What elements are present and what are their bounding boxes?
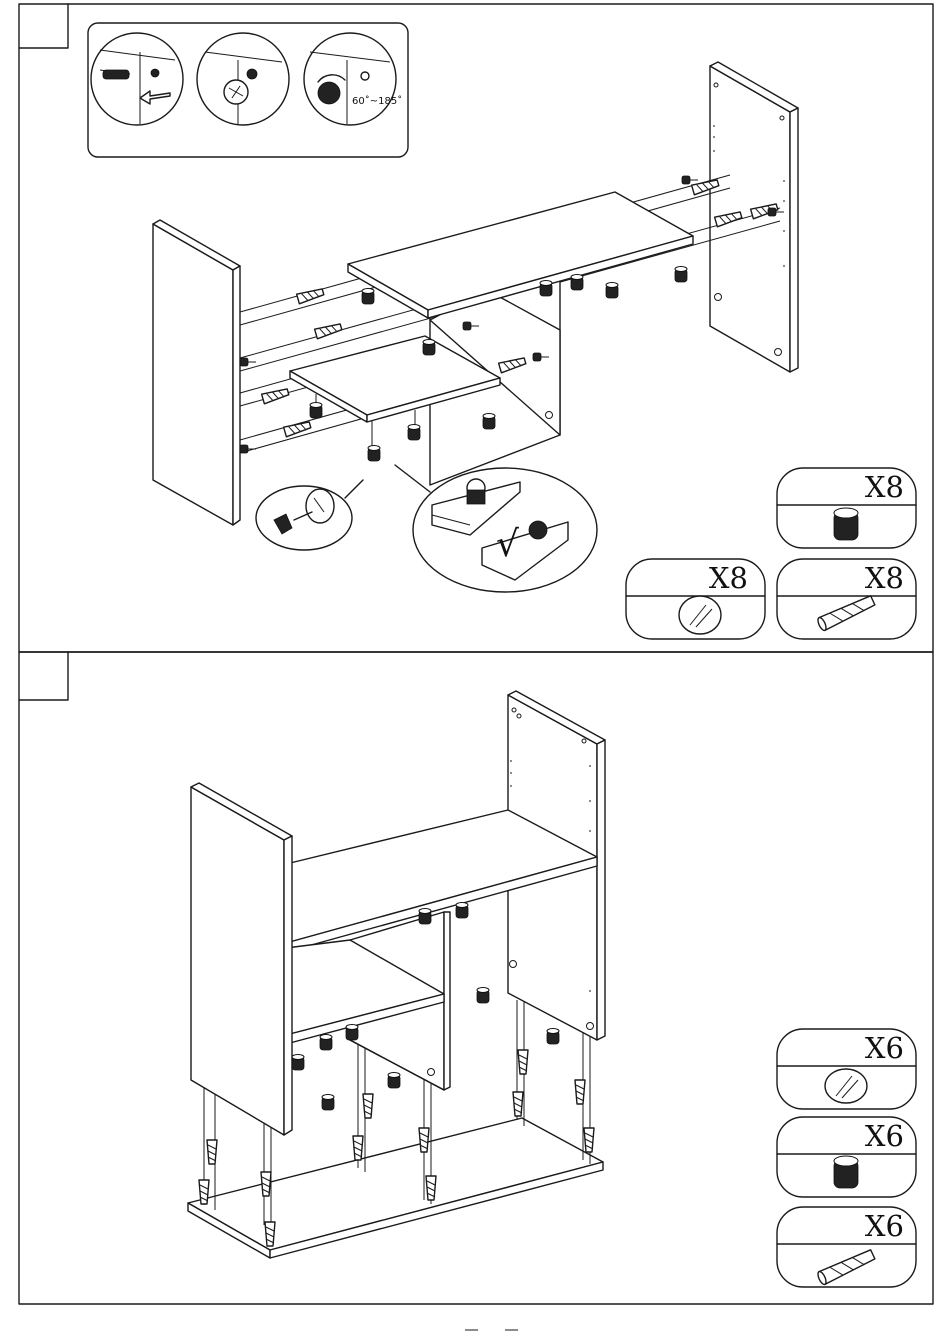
cam-rotation-angle: 60˚~185˚ <box>352 95 402 107</box>
step-1-part-dowel-hole: X8 <box>626 559 765 639</box>
step-2-part-dowel-hole: X6 <box>777 1029 916 1109</box>
wooden-dowel-hole-icon <box>679 596 721 634</box>
step-1-part-cam-nut: X8 <box>777 468 916 548</box>
cam-lock-instruction-inset: 60˚~185˚ <box>88 23 408 157</box>
part-quantity: X8 <box>709 561 748 595</box>
bolt-insert-callout <box>256 480 363 550</box>
part-quantity: X6 <box>865 1209 904 1243</box>
step-2-part-dowel: X6 <box>777 1207 916 1287</box>
step-1-number-box <box>19 4 68 48</box>
left-side-panel-step-2 <box>191 783 292 1135</box>
wooden-dowel-icon <box>816 1248 875 1286</box>
left-side-panel <box>153 220 240 525</box>
base-board <box>188 1118 603 1258</box>
step-2-frame <box>19 652 933 1304</box>
step-1-panel: 60˚~185˚ <box>19 4 933 652</box>
step-2-parts-legend: X6 X6 X6 <box>777 1029 916 1287</box>
wooden-dowel-hole-icon <box>825 1069 867 1103</box>
cam-lock-nut-icon <box>834 508 858 540</box>
step-1-parts-legend: X8 X8 X8 <box>626 468 916 639</box>
step-2-number-box <box>19 652 68 700</box>
step-2-panel: X6 X6 X6 <box>19 652 933 1304</box>
correct-orientation-check-mark: √ <box>496 524 519 565</box>
wooden-dowel-icon <box>816 594 875 632</box>
step-1-part-dowel: X8 <box>777 559 916 639</box>
step-2-part-cam-nut: X6 <box>777 1117 916 1197</box>
pre-drilled-hole-icon <box>151 69 159 77</box>
part-quantity: X6 <box>865 1119 904 1153</box>
part-quantity: X8 <box>865 561 904 595</box>
part-quantity: X6 <box>865 1031 904 1065</box>
cam-bolt-icon <box>103 70 129 79</box>
part-quantity: X8 <box>865 470 904 504</box>
cam-orientation-callout: √ <box>395 465 597 592</box>
cam-lock-nut-icon <box>834 1156 858 1188</box>
